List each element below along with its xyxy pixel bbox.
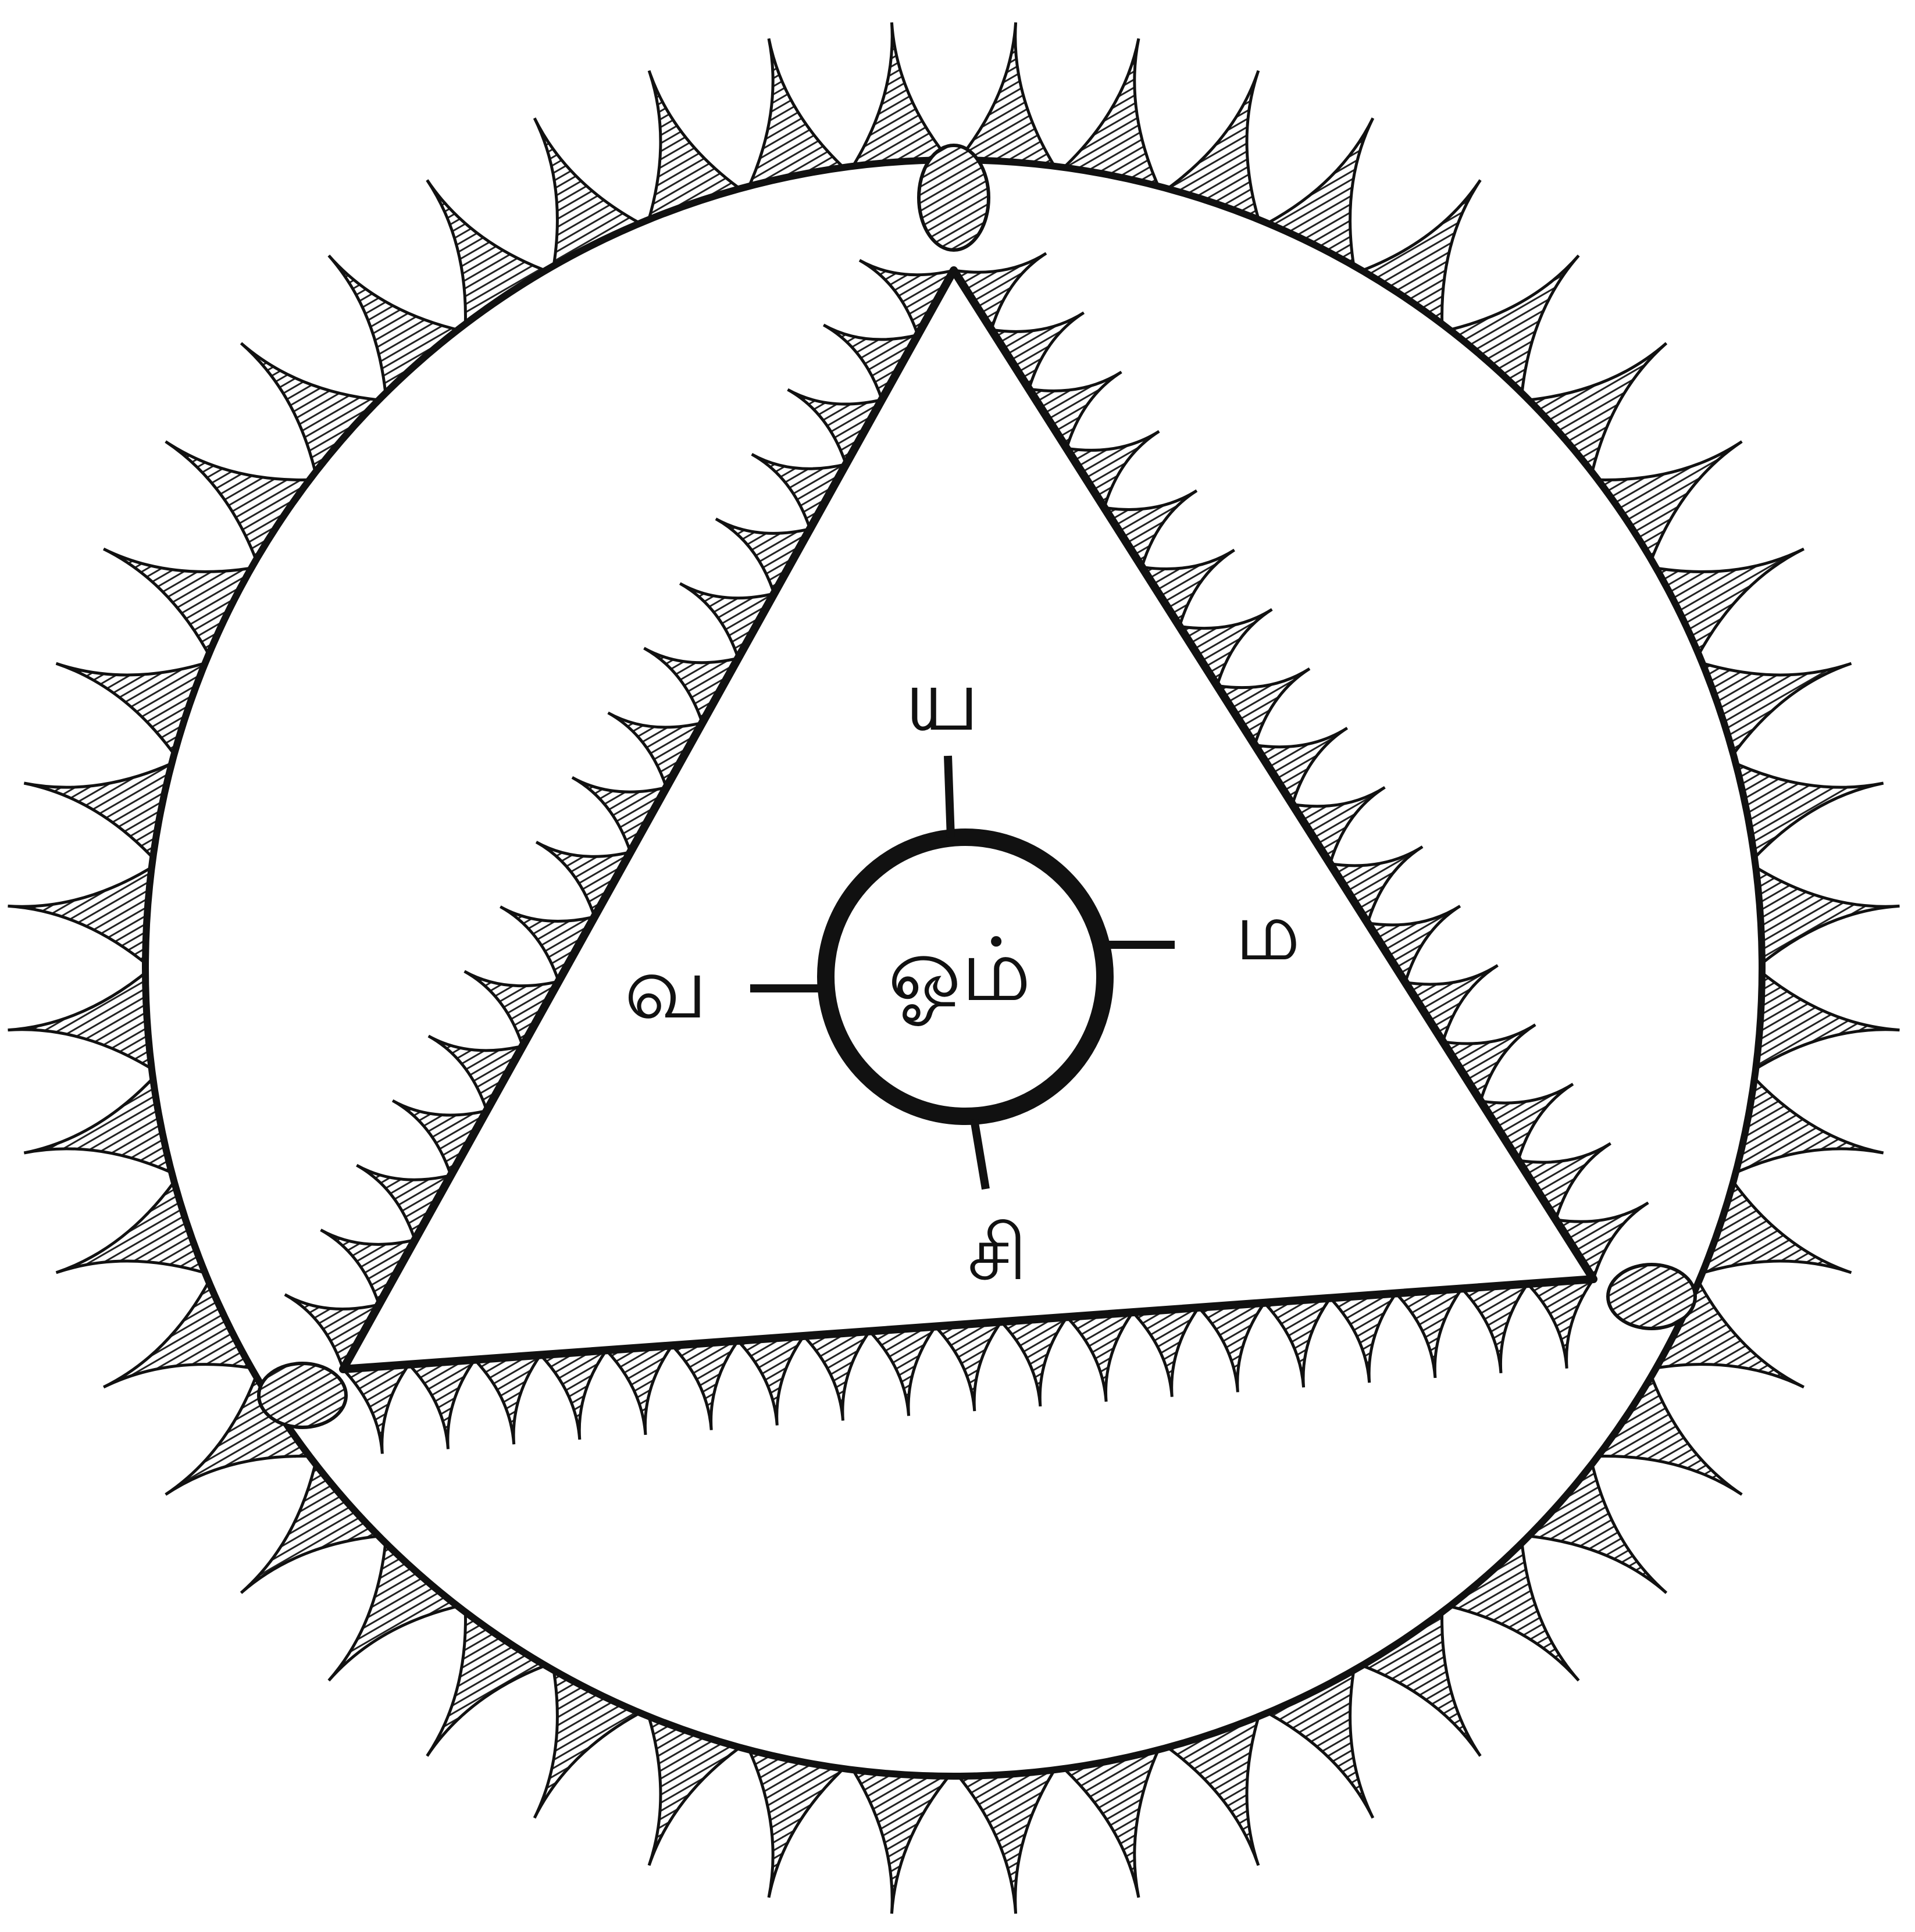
corner-bud <box>1608 1265 1695 1329</box>
outer-petal <box>1749 863 1899 968</box>
label-top: ய <box>905 649 980 751</box>
label-bottom: சி <box>968 1209 1027 1297</box>
label-left: வ <box>624 937 708 1038</box>
corner-bud <box>259 1363 346 1427</box>
outer-petal <box>954 1763 1058 1913</box>
outer-petal <box>1749 968 1899 1073</box>
outer-petal <box>8 968 158 1073</box>
spoke-top <box>948 756 951 837</box>
outer-petal <box>8 863 158 968</box>
label-right: ம <box>1235 884 1301 979</box>
center-syllable: ஓம் <box>888 920 1032 1026</box>
outer-petal <box>849 1763 954 1913</box>
corner-bud <box>919 145 989 250</box>
